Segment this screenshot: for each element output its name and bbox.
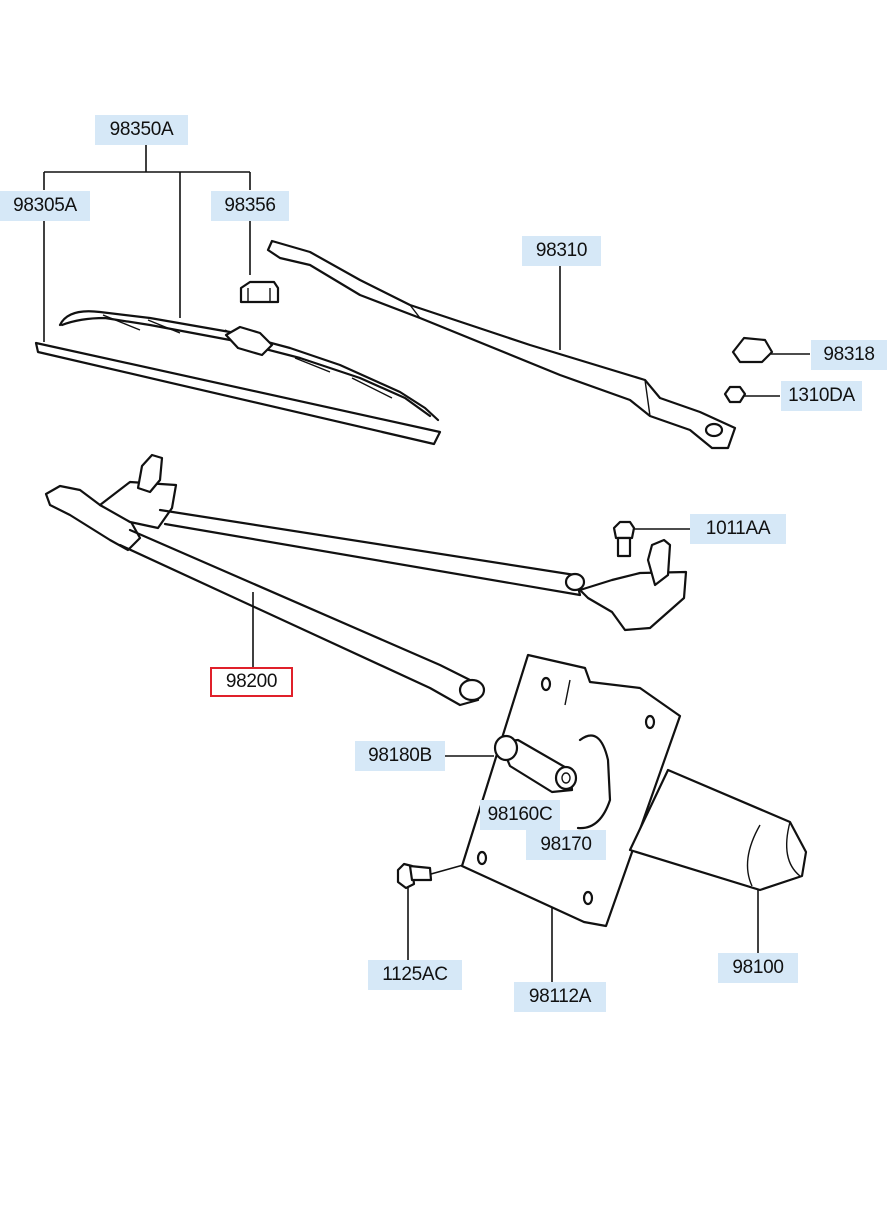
label-98160C[interactable]: 98160C [480,800,560,830]
label-98318[interactable]: 98318 [811,340,887,370]
wiper-arm[interactable] [266,239,737,450]
label-98100[interactable]: 98100 [718,953,798,983]
bracket-bolt[interactable] [396,862,433,890]
label-98356[interactable]: 98356 [211,191,289,221]
wiper-linkage[interactable] [44,453,688,707]
label-98112A[interactable]: 98112A [514,982,606,1012]
wiper-blade[interactable] [34,310,442,446]
label-98200[interactable]: 98200 [210,667,293,697]
label-98180B[interactable]: 98180B [355,741,445,771]
motor-crank[interactable] [493,734,578,794]
label-1125AC[interactable]: 1125AC [368,960,462,990]
label-98310[interactable]: 98310 [522,236,601,266]
label-98350A[interactable]: 98350A [95,115,188,145]
label-1011AA[interactable]: 1011AA [690,514,786,544]
label-98305A[interactable]: 98305A [0,191,90,221]
arm-nut[interactable] [723,385,747,404]
wiper-motor[interactable] [628,768,808,892]
label-1310DA[interactable]: 1310DA [781,381,862,411]
arm-cap[interactable] [731,336,774,364]
blade-clip[interactable] [239,280,280,304]
linkage-bolt[interactable] [612,520,636,558]
label-98170[interactable]: 98170 [526,830,606,860]
